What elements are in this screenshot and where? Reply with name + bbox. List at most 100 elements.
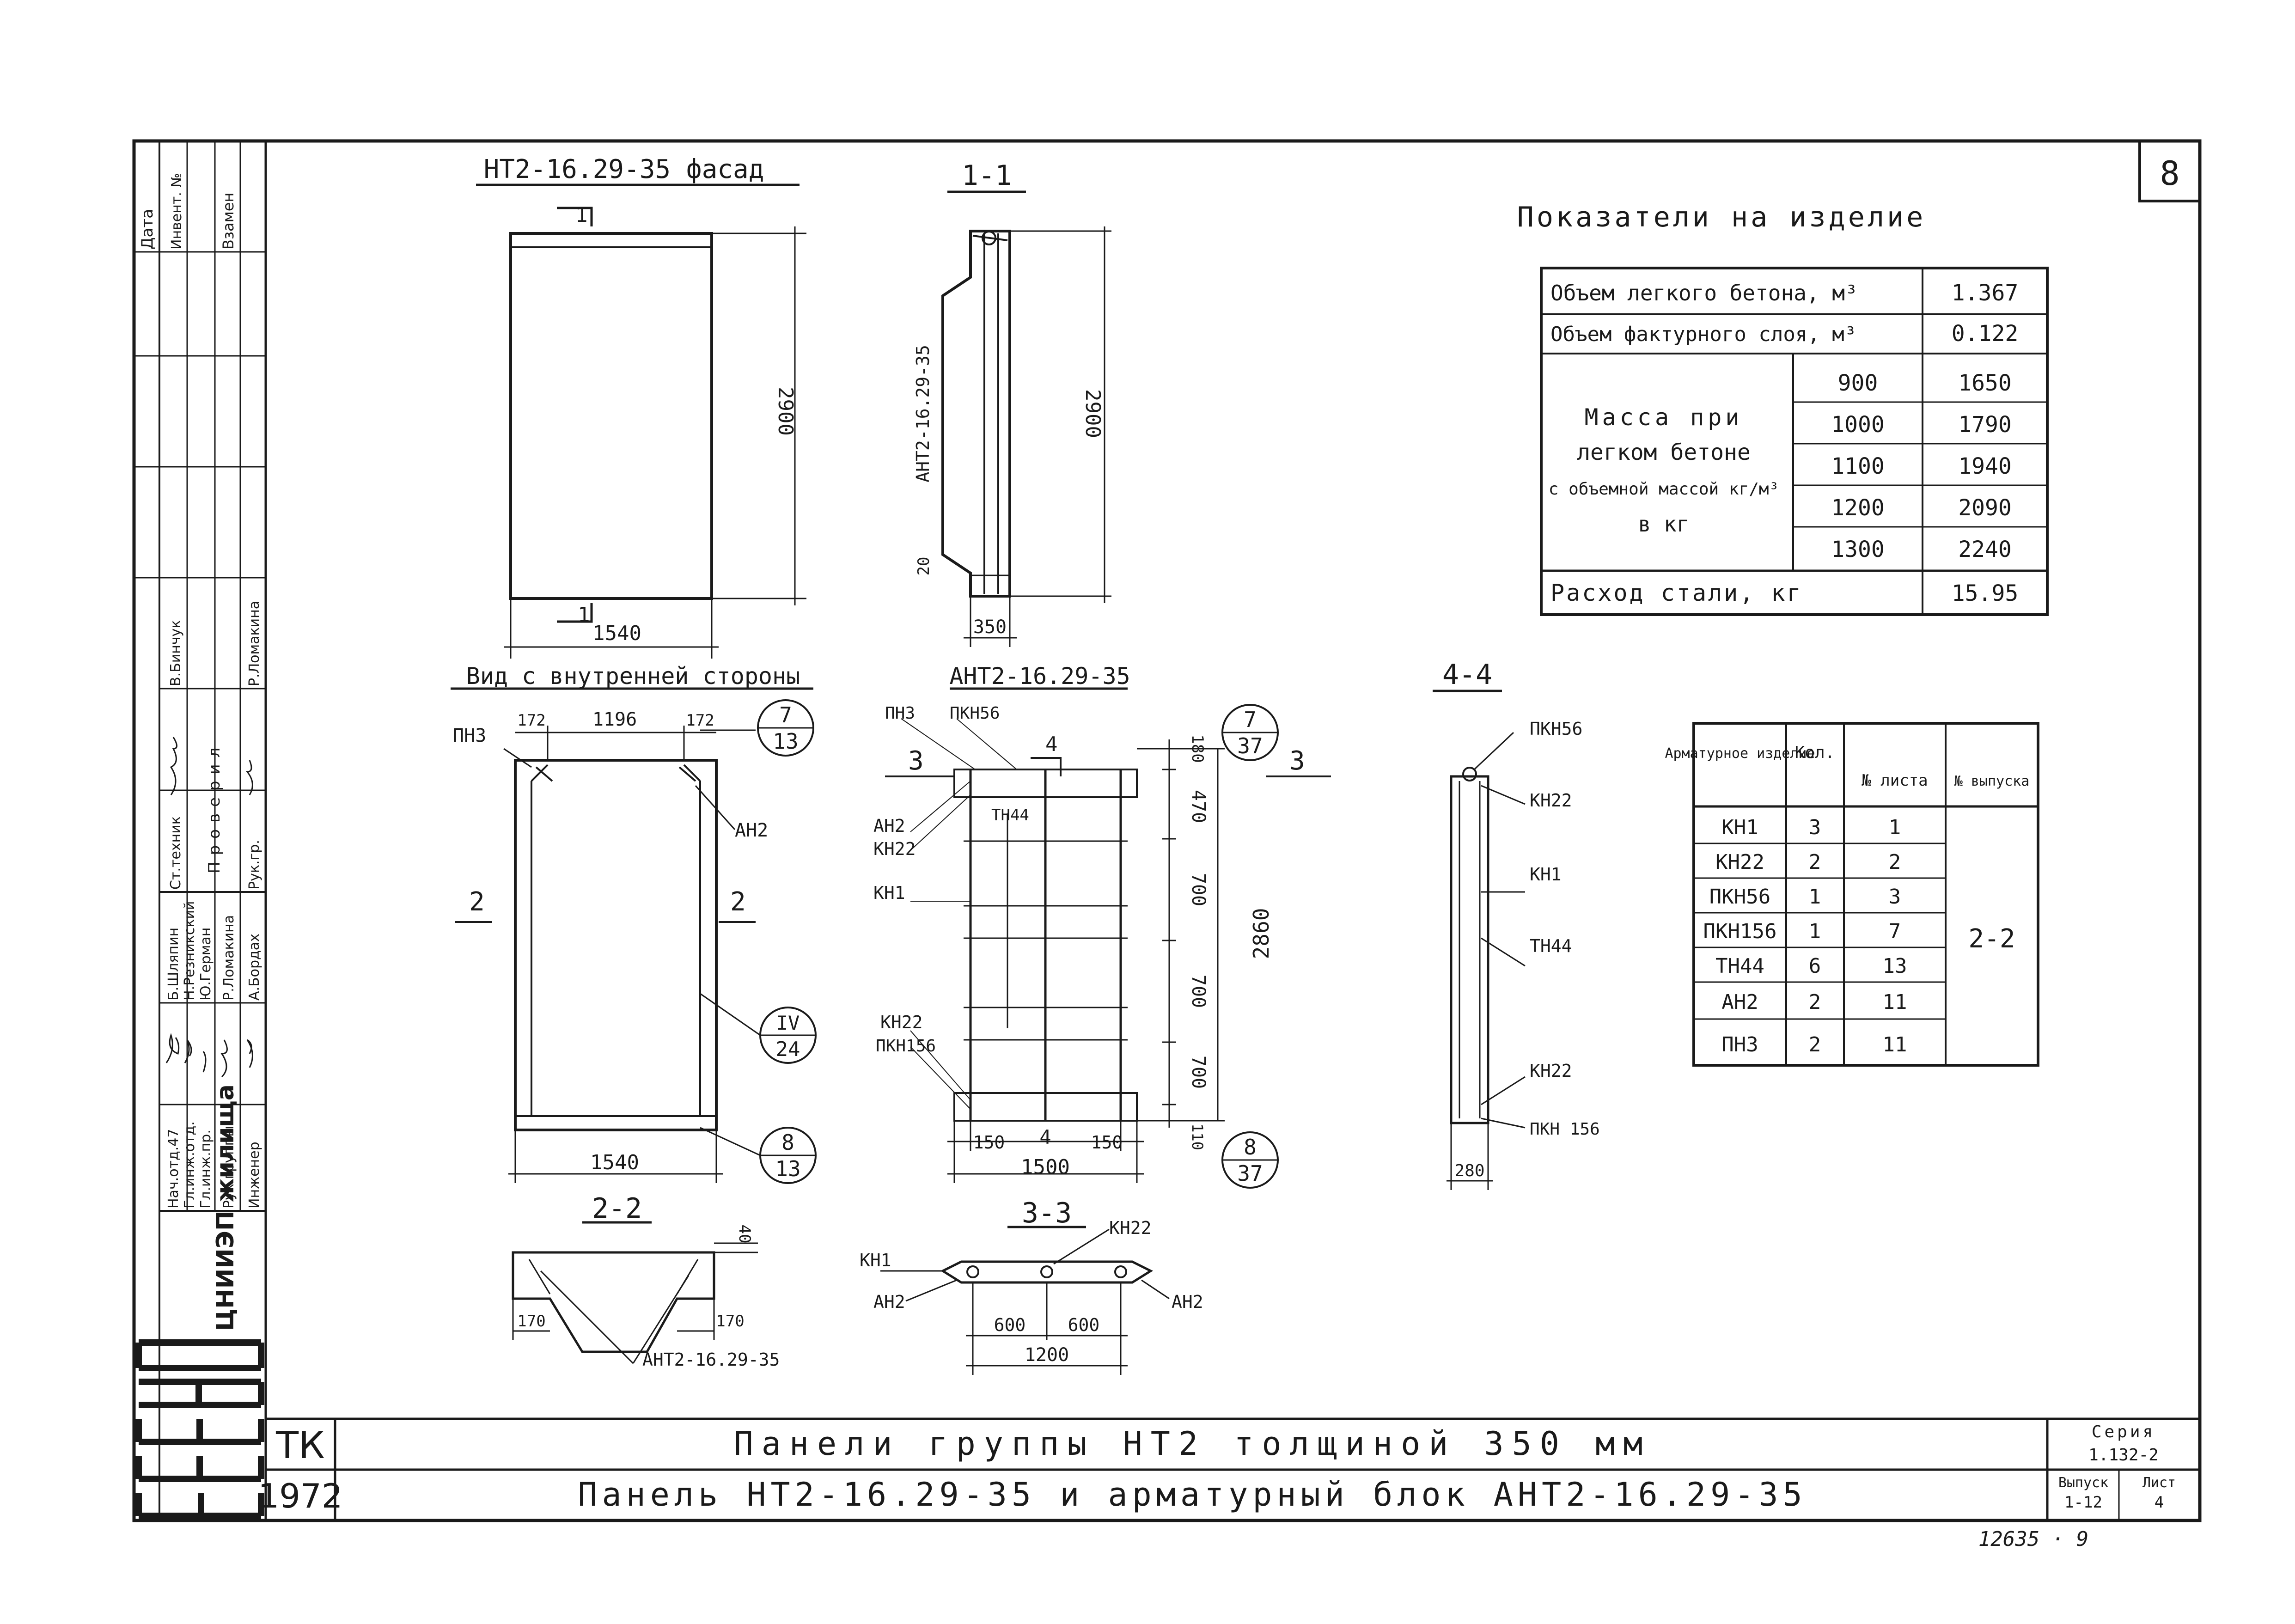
block-vdim-6: 110: [1189, 1123, 1206, 1150]
block-vdim-4: 700: [1188, 975, 1209, 1008]
block-circle-2-top: 8: [1244, 1135, 1257, 1160]
section-1-1: [941, 190, 1111, 647]
spec-header-qty: Кол.: [1795, 743, 1835, 762]
block-circle-1-bottom: 37: [1237, 733, 1263, 758]
section-2-2-dim-left: 170: [517, 1312, 545, 1331]
list-value: 4: [2155, 1493, 2164, 1512]
section-2-2-title: 2-2: [592, 1192, 642, 1225]
inner-cut-left: 2: [469, 887, 485, 917]
block-vdim-2: 470: [1188, 790, 1209, 823]
block-circle-2-bottom: 37: [1237, 1161, 1263, 1186]
section-2-2: [512, 1221, 758, 1364]
section-4-4-label-2: КН22: [1530, 790, 1572, 811]
section-4-4-title: 4-4: [1442, 659, 1492, 691]
indicators-table: [1540, 267, 2049, 616]
series-value: 1.132-2: [2088, 1446, 2159, 1465]
inner-circle-2-top: IV: [776, 1012, 800, 1034]
spec-row-5-qty: 6: [1809, 954, 1821, 978]
spec-row-3-item: ПКН56: [1709, 885, 1770, 909]
side-label-date: Дата: [138, 209, 157, 250]
spec-row-7-qty: 2: [1809, 1033, 1821, 1056]
spec-row-6-qty: 2: [1809, 990, 1821, 1014]
mass-density-4: 1200: [1831, 495, 1885, 521]
spec-row-5-item: ТН44: [1715, 954, 1764, 978]
section-3-3-label-an2-right: АН2: [1172, 1292, 1203, 1312]
block-bottom-dim-left: 150: [973, 1132, 1005, 1153]
section-3-3-dim-total: 1200: [1025, 1344, 1069, 1366]
inner-circle-1-bottom: 13: [773, 729, 798, 754]
section-2-2-dim-right: 170: [716, 1312, 744, 1331]
issue-label: Выпуск: [2058, 1475, 2108, 1491]
block-cut-left: 3: [908, 746, 924, 776]
side-label-replace: Взамен: [220, 193, 237, 250]
facade-view: [476, 183, 806, 659]
block-label-pkn56: ПКН56: [950, 704, 1000, 723]
section-3-3-dim-2: 600: [1068, 1315, 1100, 1335]
mass-label-3: с объемной массой кг/м³: [1549, 480, 1779, 499]
sheet-number: 8: [2160, 154, 2179, 193]
spec-row-4-qty: 1: [1809, 920, 1821, 943]
block-label-tn44: ТН44: [991, 806, 1029, 824]
mass-value-3: 1940: [1958, 453, 2012, 479]
spec-header-sheet: № листа: [1862, 771, 1928, 790]
section-3-3-label-an2-left: АН2: [873, 1292, 905, 1312]
mass-density-3: 1100: [1831, 453, 1885, 479]
extra-role-1: Ст.техник: [168, 816, 184, 890]
facade-width: 1540: [592, 622, 641, 645]
section-2-2-block: АНТ2-16.29-35: [642, 1349, 780, 1370]
mass-value-1: 1650: [1958, 370, 2012, 396]
spec-row-4-item: ПКН156: [1703, 920, 1777, 943]
section-4-4-width: 280: [1454, 1161, 1484, 1180]
indicators-title: Показатели на изделие: [1517, 201, 1926, 233]
inner-dim-middle: 1196: [592, 709, 637, 730]
mass-value-4: 2090: [1958, 495, 2012, 521]
spec-row-7-item: ПН3: [1721, 1033, 1758, 1056]
spec-row-1-qty: 3: [1809, 816, 1821, 839]
inner-circle-1-top: 7: [779, 702, 792, 727]
section-4-4-label-4: ТН44: [1530, 936, 1572, 956]
section-3-3-label-kn22: КН22: [1109, 1218, 1152, 1238]
spec-header-issue: № выпуска: [1954, 773, 2030, 789]
section-3-3-label-kn1: КН1: [860, 1250, 891, 1270]
year: 1972: [258, 1477, 342, 1515]
indicator-row-1-value: 1.367: [1952, 280, 2019, 306]
inner-cut-right: 2: [730, 887, 746, 917]
section-3-3-title: 3-3: [1022, 1197, 1072, 1229]
role-5: Инженер: [246, 1142, 262, 1209]
spec-row-5-sheet: 13: [1883, 954, 1907, 978]
spec-header-item: Арматурное изделие: [1665, 745, 1815, 762]
inner-dim-right: 172: [686, 711, 714, 730]
section-2-2-dim-top: 40: [735, 1225, 754, 1244]
block-label-kn22: КН22: [873, 839, 916, 859]
block-view: [885, 687, 1331, 1189]
section-4-4-label-3: КН1: [1530, 864, 1562, 885]
section-4-4-label-6: ПКН 156: [1530, 1120, 1600, 1139]
block-label-kn22-lower: КН22: [880, 1012, 923, 1032]
section-1-1-title: 1-1: [962, 159, 1012, 192]
name-1: Б.Шляпин: [165, 928, 182, 1001]
spec-row-6-item: АН2: [1721, 990, 1758, 1014]
block-circle-1-top: 7: [1244, 707, 1257, 732]
spec-row-1-sheet: 1: [1889, 816, 1901, 839]
spec-row-6-sheet: 11: [1883, 990, 1907, 1014]
block-label-pn3: ПН3: [885, 704, 915, 723]
steel-value: 15.95: [1952, 580, 2019, 606]
spec-row-3-sheet: 3: [1889, 885, 1901, 909]
side-label-invent: Инвент. №: [169, 173, 185, 250]
role-4: Рук.группы: [221, 1126, 237, 1209]
mass-label-4: в кг: [1638, 512, 1690, 537]
spec-issue: 2-2: [1968, 924, 2015, 954]
block-label-pkn156: ПКН156: [876, 1037, 936, 1056]
block-vdim-3: 700: [1188, 873, 1209, 906]
section-3-3-dim-1: 600: [994, 1315, 1026, 1335]
block-cut-right: 3: [1289, 746, 1305, 776]
spec-row-7-sheet: 11: [1883, 1033, 1907, 1056]
issue-value: 1-12: [2064, 1493, 2102, 1512]
role-3: Гл.инж.пр.: [198, 1129, 214, 1209]
facade-height: 2900: [774, 387, 797, 436]
inner-dim-left: 172: [517, 711, 545, 730]
spec-row-1-item: КН1: [1721, 816, 1758, 839]
indicator-row-2-label: Объем фактурного слоя, м³: [1550, 323, 1856, 346]
section-1-1-height: 2900: [1081, 389, 1105, 438]
spec-table: [1692, 722, 2039, 1067]
